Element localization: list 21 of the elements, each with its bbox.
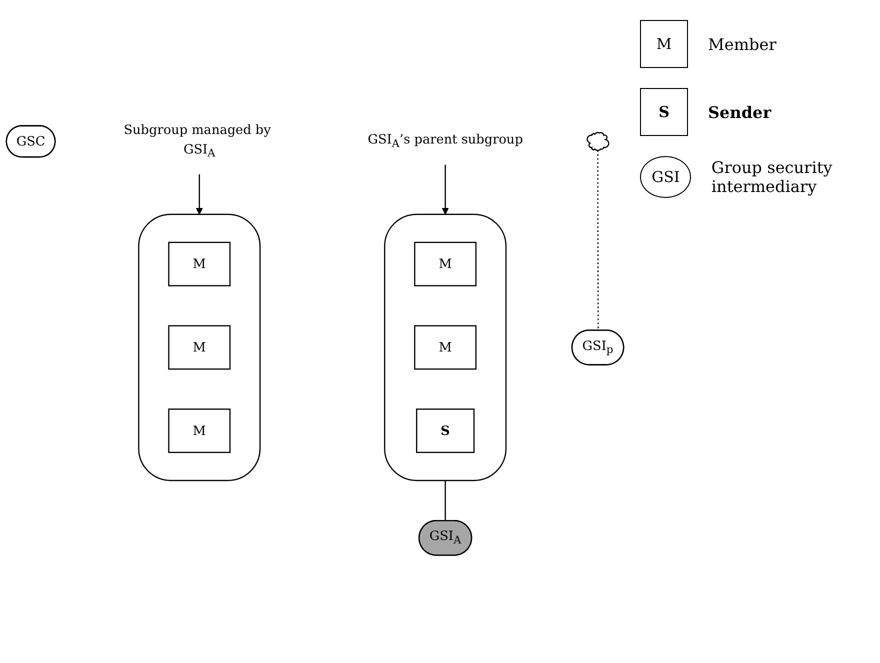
node-box: M (414, 242, 477, 286)
node-box: M (168, 408, 231, 453)
node-text: GSI$_{A}$’s parent subgroup (368, 131, 523, 150)
node-box: M (168, 242, 231, 286)
legend-text: Sender (708, 102, 772, 122)
node-cloud (586, 132, 610, 151)
legend-text: Group security intermediary (711, 158, 834, 196)
node-box: M (414, 324, 477, 370)
node-text: Subgroup managed by GSI$_{A}$ (124, 122, 271, 160)
node-box: S (416, 408, 475, 453)
cluster (138, 213, 261, 481)
legend-square: S (640, 88, 688, 136)
cluster (384, 213, 507, 481)
arrow (442, 164, 449, 214)
connector (444, 480, 446, 520)
node-box: M (168, 324, 231, 370)
legend-text: Member (708, 34, 776, 54)
connector (597, 150, 599, 330)
legend-square: M (640, 20, 688, 68)
legend-ellipse: GSI (640, 156, 692, 198)
arrow (196, 174, 203, 214)
